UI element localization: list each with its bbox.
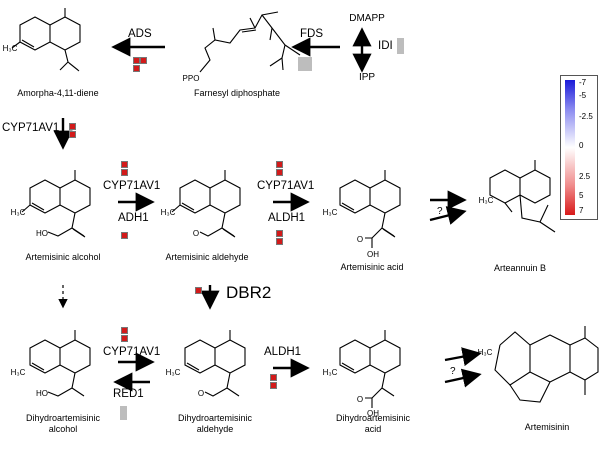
arrow-art-2 — [444, 368, 482, 388]
atom-h3c-9: H₃C — [477, 348, 493, 357]
expr-ads-2 — [140, 57, 147, 64]
enzyme-fds: FDS — [300, 28, 323, 40]
atom-ppo: PPO — [182, 74, 200, 83]
atom-o-1: O — [192, 229, 200, 238]
label-dh-acid-2: acid — [364, 424, 382, 434]
expr-fds-1 — [298, 57, 305, 64]
label-art-aldehyde: Artemisinic aldehyde — [165, 252, 249, 262]
unknown-step-2: ? — [450, 366, 456, 377]
expr-idi — [397, 38, 404, 54]
atom-ho-1: HO — [36, 229, 48, 238]
atom-oh-1: OH — [367, 250, 379, 259]
structure-dh-aldehyde — [184, 330, 246, 397]
legend-tick: 0 — [579, 141, 584, 150]
enzyme-adh1: ADH1 — [118, 212, 149, 224]
color-legend: -7 -5 -2.5 0 2.5 5 7 — [560, 75, 598, 220]
enzyme-cyp-r3: CYP71AV1 — [103, 346, 161, 358]
expr-cyp-top-1 — [69, 123, 76, 130]
label-amorphadiene: Amorpha-4,11-diene — [17, 88, 99, 98]
structure-arteannuin-b — [489, 160, 556, 233]
enzyme-cyp-r1: CYP71AV1 — [103, 180, 161, 192]
expr-red1 — [120, 406, 127, 420]
structure-amorphadiene — [11, 8, 81, 72]
expr-fds-4 — [305, 64, 312, 71]
expr-dbr2 — [195, 287, 202, 294]
label-art-alcohol: Artemisinic alcohol — [25, 252, 101, 262]
expr-aldh1-r1-1 — [276, 230, 283, 237]
label-dh-aldehyde-1: Dihydroartemisinic — [177, 413, 253, 423]
label-dh-alcohol-2: alcohol — [48, 424, 78, 434]
atom-o-4: O — [356, 395, 364, 404]
label-dh-aldehyde-2: aldehyde — [196, 424, 234, 434]
arrow-ab-2 — [429, 206, 467, 225]
legend-tick: 5 — [579, 191, 584, 200]
expr-adh1 — [121, 232, 128, 239]
enzyme-aldh1-r1: ALDH1 — [268, 212, 306, 224]
atom-o-3: O — [197, 389, 205, 398]
expr-cyp-r1-2 — [121, 169, 128, 176]
structure-fpp — [199, 11, 301, 73]
enzyme-cyp-top: CYP71AV1 — [2, 122, 60, 134]
structure-dh-alcohol — [29, 330, 91, 397]
expr-cyp-r3-2 — [121, 335, 128, 342]
legend-gradient — [565, 80, 575, 215]
enzyme-dbr2: DBR2 — [226, 283, 272, 302]
atom-h3c-4: H₃C — [322, 208, 338, 217]
atom-h3c-8: H₃C — [478, 196, 494, 205]
label-dmapp: DMAPP — [349, 13, 385, 24]
expr-cyp-r2-2 — [276, 169, 283, 176]
expr-fds-3 — [298, 64, 305, 71]
label-art-acid: Artemisinic acid — [340, 262, 404, 272]
expr-ads-3 — [133, 65, 140, 72]
expr-cyp-r2-1 — [276, 161, 283, 168]
expr-cyp-top-2 — [69, 131, 76, 138]
legend-tick: -7 — [579, 78, 587, 87]
expr-aldh1-r3-2 — [270, 382, 277, 389]
arrow-art-1 — [444, 347, 482, 367]
expr-aldh1-r1-2 — [276, 238, 283, 245]
atom-ho-2: HO — [36, 389, 48, 398]
label-ipp: IPP — [358, 72, 376, 83]
atom-h3c-6: H₃C — [165, 368, 181, 377]
expr-cyp-r1-1 — [121, 161, 128, 168]
atom-h3c-7: H₃C — [322, 368, 338, 377]
label-artemisinin: Artemisinin — [524, 422, 570, 432]
atom-oh-2: OH — [367, 409, 379, 418]
structure-art-aldehyde — [171, 170, 241, 238]
expr-fds-2 — [305, 57, 312, 64]
atom-h3c-1: H₃C — [2, 44, 18, 53]
atom-h3c-2: H₃C — [10, 208, 26, 217]
expr-aldh1-r3-1 — [270, 374, 277, 381]
atom-h3c-5: H₃C — [10, 368, 26, 377]
enzyme-idi: IDI — [378, 40, 393, 52]
unknown-step-1: ? — [437, 206, 443, 217]
label-dh-alcohol-1: Dihydroartemisinic — [25, 413, 101, 423]
atom-h3c-3: H₃C — [160, 208, 176, 217]
legend-tick: -5 — [579, 91, 587, 100]
atom-o-2: O — [356, 235, 364, 244]
enzyme-cyp-r2: CYP71AV1 — [257, 180, 315, 192]
structure-dh-acid — [339, 330, 401, 408]
structure-art-acid — [339, 170, 401, 248]
structure-artemisinin — [494, 326, 599, 403]
expr-cyp-r3-1 — [121, 327, 128, 334]
enzyme-aldh1-r3: ALDH1 — [264, 346, 302, 358]
legend-tick: -2.5 — [579, 112, 593, 121]
expr-ads-1 — [133, 57, 140, 64]
label-dh-acid-1: Dihydroartemisinic — [335, 413, 411, 423]
structure-art-alcohol — [21, 170, 91, 238]
enzyme-red1: RED1 — [113, 388, 144, 400]
label-fpp: Farnesyl diphosphate — [193, 88, 281, 98]
enzyme-ads: ADS — [128, 28, 152, 40]
arrows — [53, 27, 482, 392]
label-arteannuin-b: Arteannuin B — [493, 263, 547, 273]
legend-tick: 2.5 — [579, 172, 591, 181]
legend-tick: 7 — [579, 206, 584, 215]
